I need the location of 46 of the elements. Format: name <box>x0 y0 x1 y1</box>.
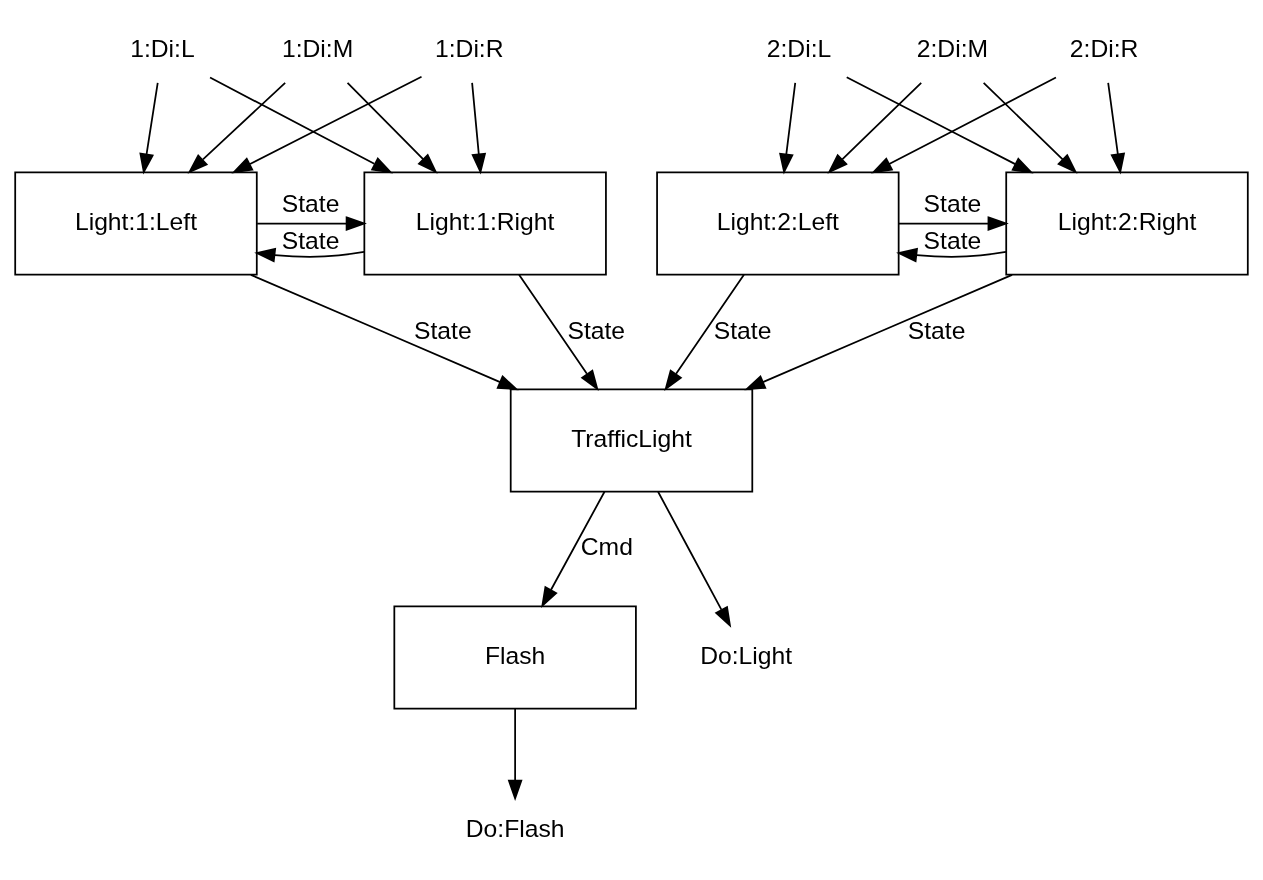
arrow <box>471 81 487 175</box>
node-text: 1:Di:R <box>435 34 504 62</box>
node-box: Flash <box>393 604 637 709</box>
arrow <box>664 273 745 391</box>
edge-label: State <box>281 226 340 254</box>
arrow <box>845 75 1034 174</box>
arrow <box>657 490 732 628</box>
arrow <box>982 81 1078 174</box>
arrow <box>518 273 599 391</box>
arrow <box>507 707 523 801</box>
node-box: Light:1:Left <box>14 171 258 276</box>
node-text: Do:Flash <box>465 814 565 842</box>
node-box: Light:2:Right <box>1005 171 1249 276</box>
arrow <box>231 75 423 173</box>
node-text: 1:Di:M <box>281 34 354 62</box>
node-text: 2:Di:R <box>1069 34 1139 62</box>
arrow <box>744 273 1013 390</box>
edge-label: State <box>923 226 982 254</box>
arrow <box>209 76 393 173</box>
arrow <box>779 81 797 175</box>
edge-label: State <box>923 189 982 217</box>
edge-label: Cmd <box>580 532 633 560</box>
node-text: 1:Di:L <box>130 34 195 62</box>
arrow <box>346 81 438 174</box>
edge-label: State <box>713 316 772 344</box>
node-box: Light:1:Right <box>363 171 607 276</box>
arrow <box>541 490 606 608</box>
node-text: 2:Di:M <box>916 34 989 62</box>
edge-label: State <box>281 189 340 217</box>
node-box: TrafficLight <box>509 388 754 492</box>
arrow <box>254 247 365 262</box>
node-text: 2:Di:L <box>766 34 832 62</box>
arrow <box>187 81 287 174</box>
edge-label: State <box>567 316 626 344</box>
node-text: Do:Light <box>700 641 793 669</box>
edge-label: State <box>907 316 966 344</box>
arrow <box>827 81 923 174</box>
arrow <box>898 215 1009 231</box>
arrow <box>139 81 159 175</box>
arrow <box>1107 81 1126 175</box>
node-box: Light:2:Left <box>656 171 900 276</box>
arrow <box>250 273 519 390</box>
arrow <box>256 215 367 231</box>
arrow <box>871 76 1057 173</box>
arrow <box>896 247 1007 262</box>
edge-label: State <box>414 316 472 344</box>
